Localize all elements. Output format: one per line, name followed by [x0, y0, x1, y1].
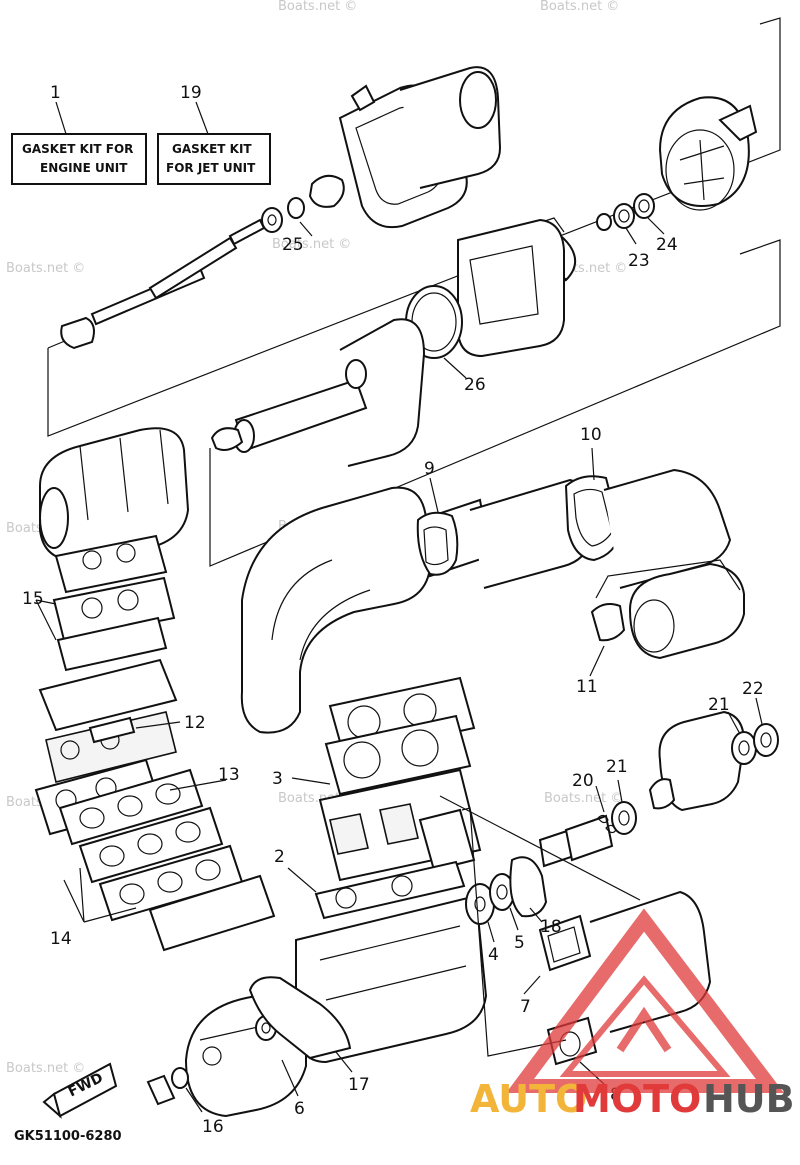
callout-17: 17: [348, 1075, 370, 1095]
nozzle-housing: [658, 96, 758, 211]
kit-jet-line1: GASKET KIT: [172, 142, 252, 156]
callout-15: 15: [22, 589, 44, 609]
brand-part1: AUTO: [470, 1077, 587, 1121]
part-20-ring: [595, 785, 617, 834]
automotohub-logo: [506, 908, 785, 1093]
callout-16: 16: [202, 1117, 224, 1137]
part-18-coupling: [509, 856, 548, 923]
part-10-gasket: [564, 447, 732, 589]
callout-19: 19: [180, 83, 202, 103]
callout-7: 7: [520, 997, 531, 1017]
brand-part2: MOTO: [573, 1077, 701, 1121]
part-23-seal: [596, 203, 637, 245]
callout-14: 14: [50, 929, 72, 949]
callout-numbers: 25 24 23 26 10 9 15 11 12 21 22 13 3 21 …: [22, 235, 764, 1137]
bearing-housing: [538, 710, 746, 868]
part-11-gasket: [589, 559, 745, 677]
callout-18: 18: [540, 917, 562, 937]
drive-shaft: [60, 218, 266, 350]
callout-11: 11: [576, 677, 598, 697]
intake-housing: [338, 66, 502, 228]
callout-20: 20: [572, 771, 594, 791]
part-3-head-gasket: [291, 676, 476, 796]
callout-6: 6: [294, 1099, 305, 1119]
part-24-bearing: [633, 193, 665, 235]
callout-21b: 21: [606, 757, 628, 777]
part-22-seal: [753, 697, 779, 757]
part-21-bearing: [611, 779, 637, 835]
callout-9: 9: [424, 459, 435, 479]
part-17-cover-gasket: [248, 976, 353, 1073]
part-13-14-intake-gaskets: [58, 768, 276, 952]
kit-jet-line2: FOR JET UNIT: [166, 161, 256, 175]
watermark: Boats.net ©: [272, 237, 351, 252]
callout-26: 26: [464, 375, 486, 395]
callout-22: 22: [742, 679, 764, 699]
part-12-gasket: [88, 716, 181, 744]
part-25-seal-set: [261, 174, 345, 237]
kit-jet-unit: 19 GASKET KIT FOR JET UNIT: [157, 83, 271, 185]
watermark: Boats.net ©: [540, 0, 619, 14]
callout-24: 24: [656, 235, 678, 255]
watermark: Boats.net ©: [278, 0, 357, 14]
callout-1: 1: [50, 83, 61, 103]
kit-engine-line1: GASKET KIT FOR: [22, 142, 133, 156]
callout-5: 5: [514, 933, 525, 953]
cylinder-block: [318, 768, 482, 882]
callout-4: 4: [488, 945, 499, 965]
watermark: Boats.net ©: [6, 261, 85, 276]
intake-duct: [210, 318, 426, 467]
callout-21a: 21: [708, 695, 730, 715]
callout-13: 13: [218, 765, 240, 785]
watermark: Boats.net ©: [544, 791, 623, 806]
callout-12: 12: [184, 713, 206, 733]
part-7-gasket: [523, 890, 712, 1033]
kit-engine-line2: ENGINE UNIT: [40, 161, 128, 175]
callout-3: 3: [272, 769, 283, 789]
watermark: Boats.net ©: [6, 1061, 85, 1076]
callout-2: 2: [274, 847, 285, 867]
brand-part3: HUB: [703, 1077, 795, 1121]
pump-housing: [457, 218, 565, 358]
part-code: GK51100-6280: [14, 1129, 122, 1144]
part-2-base-gasket: [287, 860, 466, 920]
muffler: [39, 427, 190, 562]
kit-engine-unit: 1 GASKET KIT FOR ENGINE UNIT: [11, 83, 147, 185]
part-21-bearing-b: [727, 711, 757, 765]
part-16-seal: [146, 1067, 203, 1113]
callout-25: 25: [282, 235, 304, 255]
part-9-gasket: [416, 477, 459, 576]
part-15-exhaust-gasket: [35, 534, 176, 672]
callout-10: 10: [580, 425, 602, 445]
callout-8: 8: [610, 1085, 621, 1105]
callout-23: 23: [628, 251, 650, 271]
part-5-damper: [489, 873, 519, 931]
